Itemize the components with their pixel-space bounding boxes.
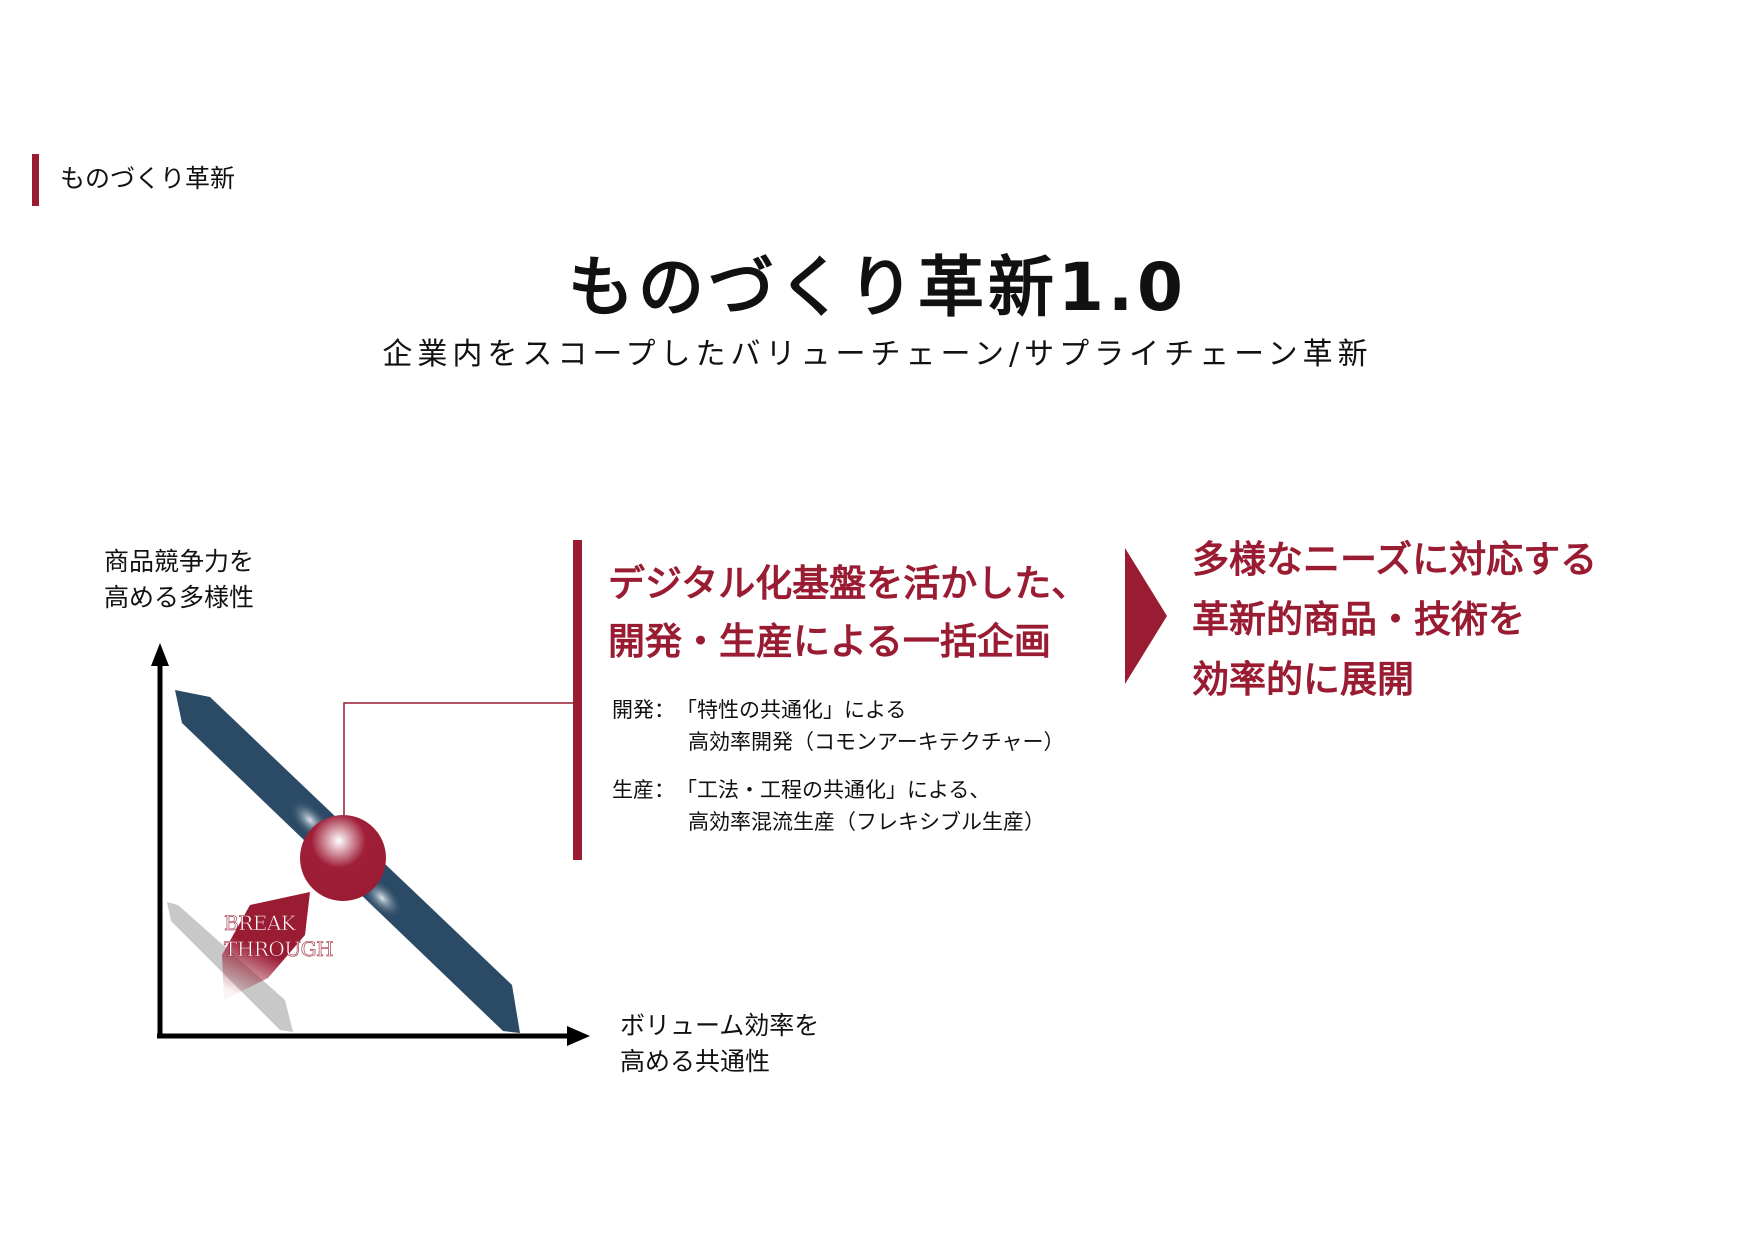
breakthrough-label-line: BREAK [224,911,296,936]
detail-line: 高効率開発（コモンアーキテクチャー） [688,730,1065,754]
page-title: ものづくり革新1.0 [568,249,1187,326]
result-text: 多様なニーズに対応する 革新的商品・技術を 効率的に展開 [1192,530,1597,710]
y-axis-label-line: 高める多様性 [104,583,255,612]
result-line: 革新的商品・技術を [1192,598,1525,641]
connector-line [343,702,575,815]
breakthrough-label-line: THROUGH [224,937,334,962]
x-axis-label: ボリューム効率を 高める共通性 [620,1008,819,1080]
detail-line: 高効率混流生産（フレキシブル生産） [688,810,1045,834]
result-line: 多様なニーズに対応する [1192,538,1598,581]
x-axis-label-line: 高める共通性 [620,1047,771,1076]
x-axis-arrowhead-icon [567,1026,590,1046]
center-headline-line: 開発・生産による一括企画 [608,620,1051,663]
x-axis-label-line: ボリューム効率を [620,1011,820,1040]
y-axis-arrowhead-icon [151,643,169,666]
innovation-sphere [300,815,386,901]
breakthrough-label: BREAK THROUGH [224,910,334,962]
chevron-right-icon [1125,548,1167,684]
detail-item-development: 開発：「特性の共通化」による 高効率開発（コモンアーキテクチャー） [612,694,1065,758]
section-label: ものづくり革新 [60,164,236,193]
section-accent-bar [32,154,39,206]
detail-line: 「工法・工程の共通化」による、 [676,778,991,802]
result-line: 効率的に展開 [1192,658,1414,701]
detail-item-production: 生産：「工法・工程の共通化」による、 高効率混流生産（フレキシブル生産） [612,774,1045,838]
y-axis-label: 商品競争力を 高める多様性 [104,544,254,616]
detail-line: 「特性の共通化」による [676,698,907,722]
breakthrough-arrow-shape [222,892,310,1000]
detail-key: 生産： [612,778,675,802]
y-axis-label-line: 商品競争力を [104,547,255,576]
center-headline-line: デジタル化基盤を活かした、 [608,562,1089,605]
detail-key: 開発： [612,698,675,722]
page-subtitle: 企業内をスコープしたバリューチェーン/サプライチェーン革新 [382,337,1373,372]
center-accent-bar [573,540,582,860]
center-headline: デジタル化基盤を活かした、 開発・生産による一括企画 [608,555,1088,671]
